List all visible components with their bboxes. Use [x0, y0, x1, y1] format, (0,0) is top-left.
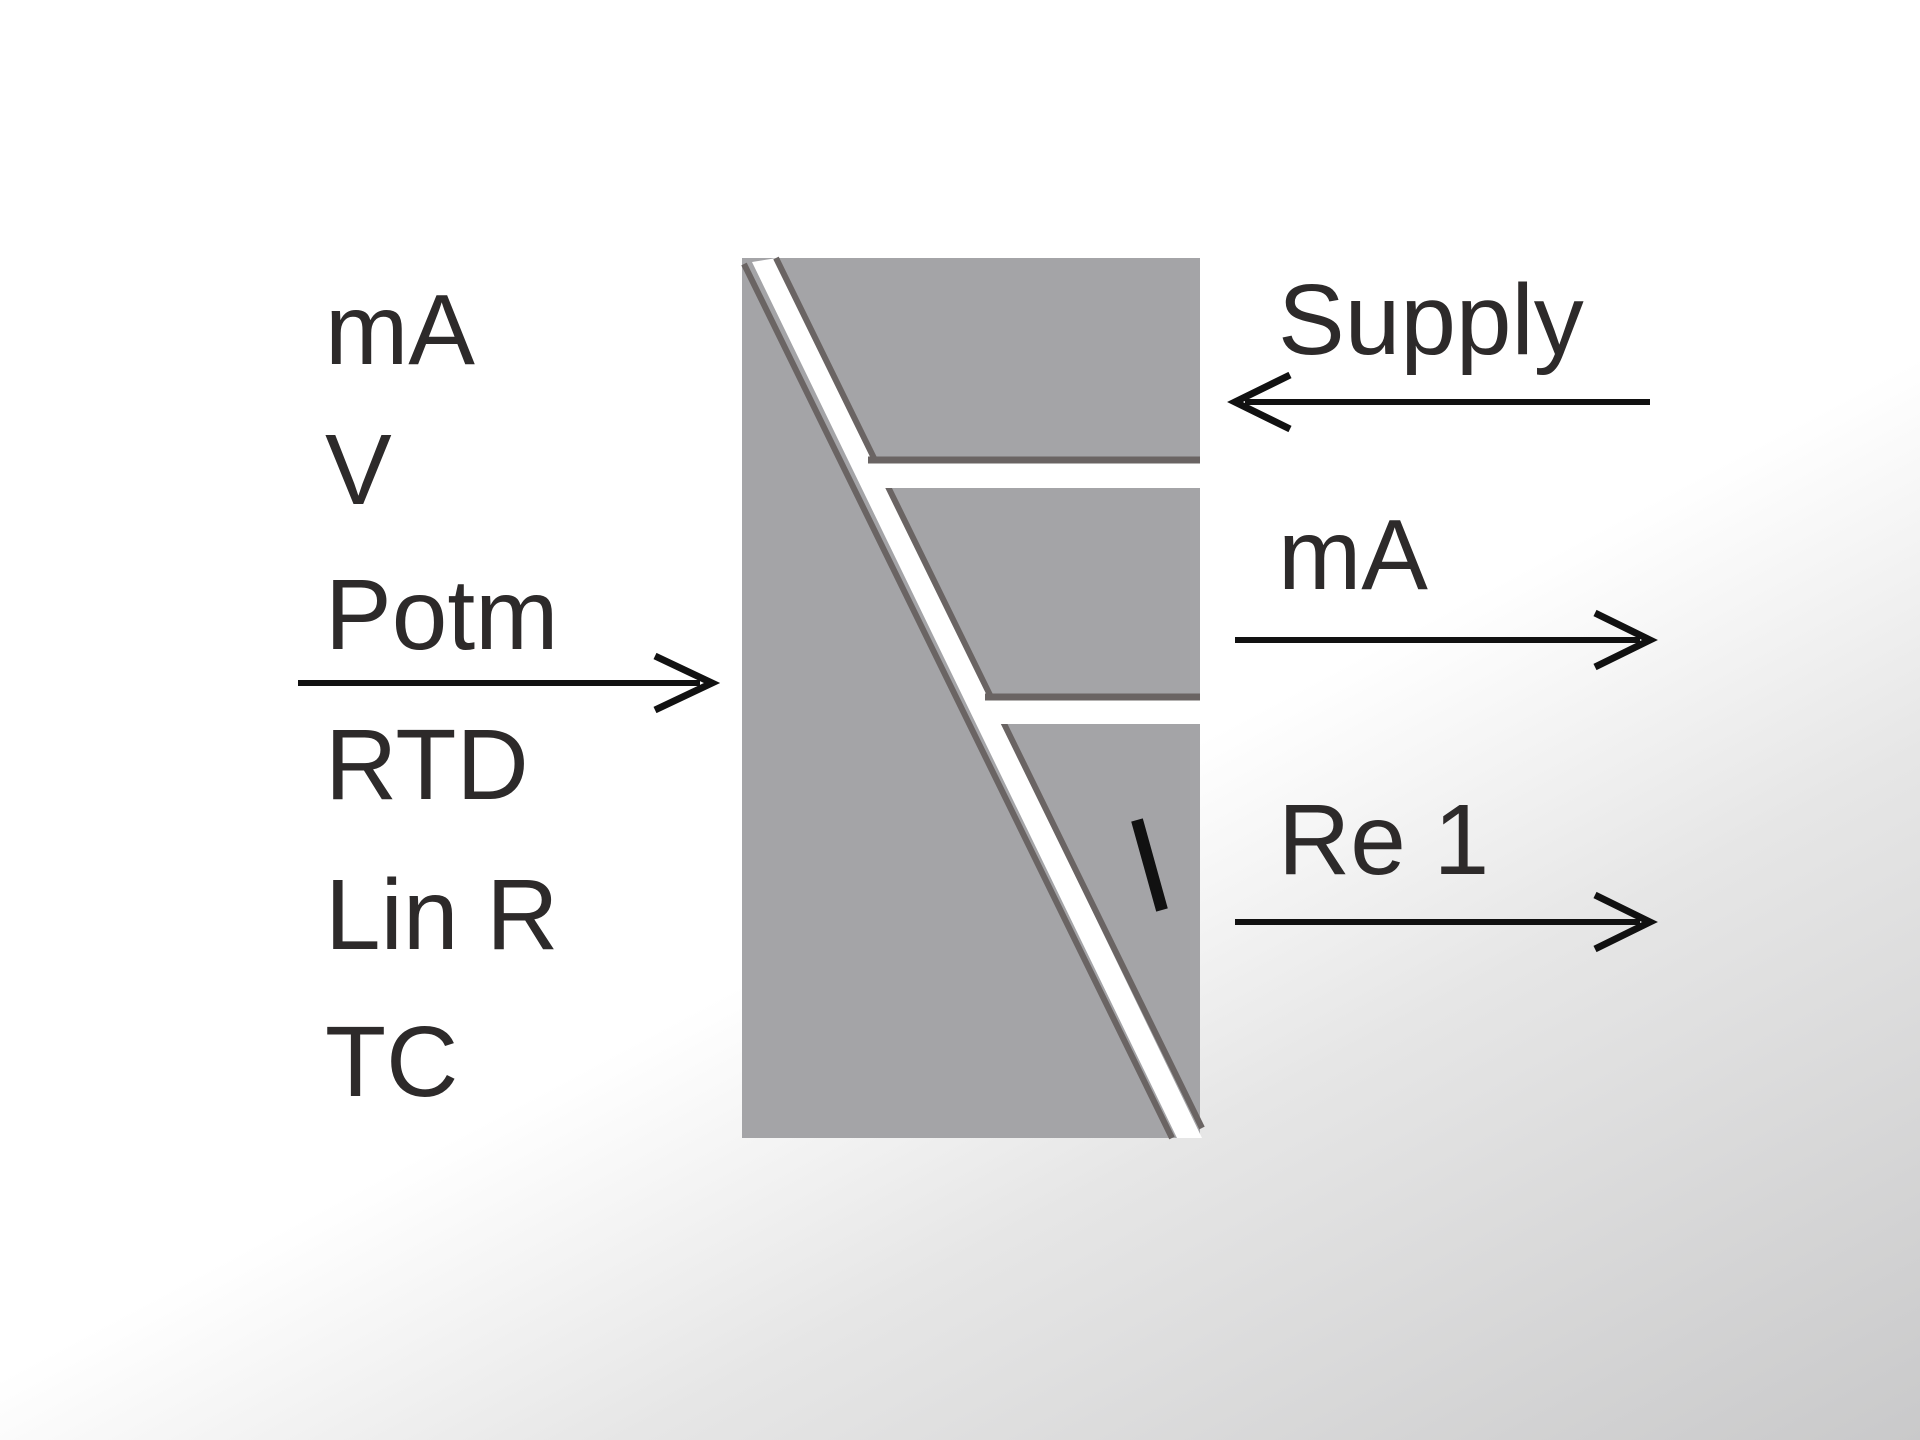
input-label-potm: Potm: [325, 559, 559, 671]
relay-tick-mark: [1131, 818, 1168, 912]
input-label-ma: mA: [325, 274, 475, 386]
input-label-v: V: [325, 414, 392, 526]
arrow-right-icon: [1235, 609, 1658, 671]
input-label-rtd: RTD: [325, 709, 529, 821]
input-label-lin-r: Lin R: [325, 859, 559, 971]
separator-2: [985, 700, 1200, 724]
output-label-relay: Re 1: [1278, 784, 1490, 896]
separator-1: [868, 463, 1200, 488]
arrow-right-icon: [1235, 891, 1658, 953]
arrow-left-icon: [1227, 371, 1650, 433]
output-label-supply: Supply: [1278, 264, 1584, 376]
diagonal-edge-left: [741, 262, 1175, 1140]
output-label-ma: mA: [1278, 499, 1428, 611]
diagonal-edge-right: [773, 256, 1205, 1130]
arrow-right-icon: [298, 652, 721, 714]
input-label-tc: TC: [325, 1006, 459, 1118]
diagonal-separator: [752, 258, 1202, 1138]
